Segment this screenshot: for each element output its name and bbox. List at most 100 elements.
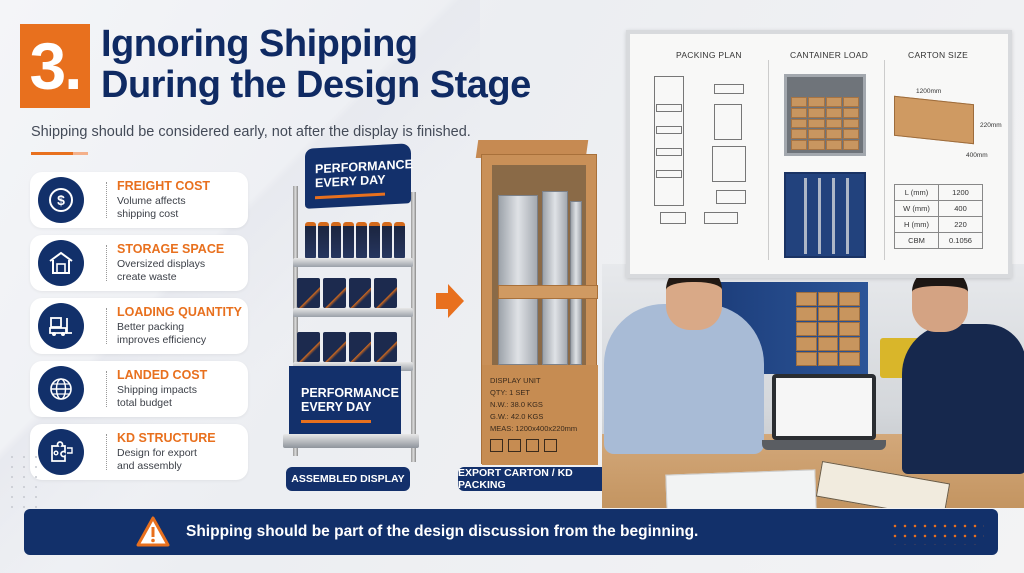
feature-desc: Volume affects shipping cost (117, 195, 186, 220)
feature-title: FREIGHT COST (117, 179, 211, 193)
display-header-sign: PERFORMANCE EVERY DAY (305, 143, 413, 209)
product-box-row-1 (297, 278, 397, 308)
laptop-screen (776, 378, 872, 436)
export-carton-illustration: DISPLAY UNIT QTY: 1 SET N.W.: 38.0 KGS G… (475, 140, 605, 466)
dimension-height: 220mm (980, 122, 1002, 129)
truck-cargo-boxes (796, 292, 860, 366)
card-divider (106, 308, 107, 344)
shelf-top (293, 258, 413, 267)
feature-card-storage-space: STORAGE SPACE Oversized displays create … (30, 235, 248, 291)
feature-title: STORAGE SPACE (117, 242, 225, 256)
footer-message: Shipping should be part of the design di… (186, 523, 699, 540)
carton-text: N.W.: 38.0 KGS (490, 400, 543, 409)
dot-pattern-orange (890, 521, 984, 545)
assembled-display-illustration: PERFORMANCE EVERY DAY PERFORMANCE EVERY … (283, 143, 423, 466)
table-row: L (mm)1200 (894, 184, 983, 201)
stand-base (283, 434, 419, 448)
feature-title: LANDED COST (117, 368, 208, 382)
this-way-up-icon (508, 439, 521, 452)
carton-text: QTY: 1 SET (490, 388, 531, 397)
feature-desc: Oversized displays create waste (117, 258, 206, 283)
export-carton-label: EXPORT CARTON / KD PACKING (458, 467, 616, 491)
feature-title: LOADING QUANTITY (117, 305, 242, 319)
section-number-badge: 3. (20, 24, 90, 108)
globe-icon (38, 366, 84, 412)
carton-text: MEAS: 1200x400x220mm (490, 424, 578, 433)
board-divider (884, 60, 885, 260)
feature-list: $ FREIGHT COST Volume affects shipping c… (30, 172, 248, 487)
title-line-1: Ignoring Shipping (101, 23, 418, 65)
display-base-banner: PERFORMANCE EVERY DAY (289, 366, 401, 442)
accent-divider-light (73, 152, 88, 155)
carton-label-panel: DISPLAY UNIT QTY: 1 SET N.W.: 38.0 KGS G… (482, 365, 598, 465)
feature-card-landed-cost: LANDED COST Shipping impacts total budge… (30, 361, 248, 417)
carton-body: DISPLAY UNIT QTY: 1 SET N.W.: 38.0 KGS G… (481, 154, 598, 465)
banner-underline (301, 420, 371, 423)
shelf-middle (293, 308, 413, 317)
banner-text-line-1: PERFORMANCE (301, 386, 399, 400)
assembled-display-label: ASSEMBLED DISPLAY (286, 467, 410, 491)
dimension-width: 400mm (966, 152, 988, 159)
carton-box-drawing (894, 95, 974, 145)
laptop-base (762, 440, 886, 450)
bottle-row (305, 222, 405, 258)
footer-callout-banner: Shipping should be part of the design di… (24, 509, 998, 555)
handling-symbols (490, 439, 598, 452)
arrow-right-icon (436, 284, 464, 318)
metal-rail (570, 201, 582, 365)
board-divider (768, 60, 769, 260)
dot-pattern (6, 452, 46, 512)
feature-card-kd-structure: KD STRUCTURE Design for export and assem… (30, 424, 248, 480)
person-right (902, 324, 1024, 474)
svg-text:$: $ (57, 192, 65, 208)
sign-underline (315, 192, 385, 200)
table-row: W (mm)400 (894, 200, 983, 217)
dimension-length: 1200mm (916, 88, 942, 95)
person-right-head (912, 268, 968, 332)
card-divider (106, 182, 107, 218)
metal-panel (498, 195, 538, 365)
umbrella-icon (526, 439, 539, 452)
dollar-icon: $ (38, 177, 84, 223)
product-box-row-2 (297, 332, 397, 362)
puzzle-icon (38, 429, 84, 475)
feature-desc: Better packing improves efficiency (117, 321, 207, 346)
container-open-drawing (784, 74, 866, 156)
warning-icon (136, 516, 170, 547)
office-meeting-photo (602, 264, 1024, 508)
feature-title: KD STRUCTURE (117, 431, 216, 445)
card-divider (106, 371, 107, 407)
feature-desc: Design for export and assembly (117, 447, 197, 472)
banner-text-line-2: EVERY DAY (301, 400, 372, 414)
table-row: H (mm)220 (894, 216, 983, 233)
metal-panel (542, 191, 568, 365)
stand-post-left (293, 186, 298, 456)
laptop (772, 374, 876, 440)
container-load-title: CANTAINER LOAD (790, 50, 869, 60)
feature-desc: Shipping impacts total budget (117, 384, 197, 409)
blueprint-sheet (665, 469, 817, 508)
title-line-2: During the Design Stage (101, 64, 531, 106)
carton-size-title: CARTON SIZE (908, 50, 969, 60)
card-divider (106, 245, 107, 281)
page-title: Ignoring Shipping During the Design Stag… (101, 24, 531, 106)
stand-post-right (411, 192, 416, 462)
subtitle: Shipping should be considered early, not… (31, 124, 471, 140)
forklift-icon (38, 303, 84, 349)
card-divider (106, 434, 107, 470)
whiteboard: PACKING PLAN CANTAINER LOAD CARTON SIZE … (626, 30, 1012, 278)
warehouse-icon (38, 240, 84, 286)
feature-card-freight-cost: $ FREIGHT COST Volume affects shipping c… (30, 172, 248, 228)
feature-card-loading-quantity: LOADING QUANTITY Better packing improves… (30, 298, 248, 354)
accent-divider (31, 152, 73, 155)
carton-text: DISPLAY UNIT (490, 376, 541, 385)
carton-interior (492, 165, 598, 371)
container-doors-drawing (784, 172, 866, 258)
wood-brace (498, 285, 598, 299)
carton-text: G.W.: 42.0 KGS (490, 412, 544, 421)
fragile-icon (544, 439, 557, 452)
keep-dry-icon (490, 439, 503, 452)
packing-plan-title: PACKING PLAN (676, 50, 742, 60)
